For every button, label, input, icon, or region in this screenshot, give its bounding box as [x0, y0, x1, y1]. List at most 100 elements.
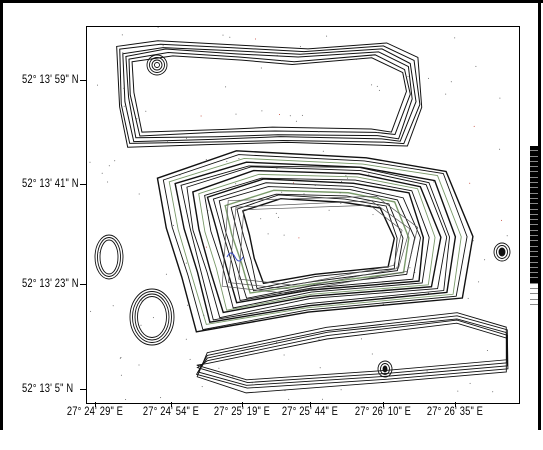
lat-tick-2: [80, 184, 86, 185]
scale-notch: [530, 183, 538, 189]
contour-pit-9: [206, 178, 425, 304]
scale-notch: [530, 199, 538, 205]
frame-left-border: [0, 0, 3, 450]
noise-dot: [119, 357, 121, 359]
noise-dot: [276, 341, 278, 343]
contour-pit-7: [198, 173, 436, 311]
noise-dot: [371, 84, 373, 86]
contour-pit-11: [218, 186, 416, 299]
noise-dot: [368, 173, 370, 175]
lat-tick-1: [80, 80, 86, 81]
noise-dot: [499, 97, 501, 99]
noise-dot: [226, 160, 228, 162]
noise-dot: [189, 358, 191, 360]
scale-notch: [530, 204, 538, 210]
contour-left-pit-1: [132, 291, 172, 343]
noise-dot: [138, 193, 140, 195]
noise-dot: [173, 224, 174, 226]
noise-dot: [469, 182, 471, 184]
noise-dot: [125, 399, 127, 400]
noise-dot: [340, 389, 342, 391]
noise-dot: [281, 191, 283, 193]
noise-dot: [318, 338, 320, 340]
contour-bottom-3: [196, 319, 508, 383]
scale-notch: [530, 247, 538, 252]
contour-top-0: [116, 40, 423, 148]
noise-dot: [283, 354, 285, 356]
lon-label-2: 27° 24' 54" E: [142, 404, 200, 418]
noise-dot: [255, 38, 256, 40]
contour-left-oval-1: [97, 237, 121, 277]
lon-tick-2: [171, 402, 172, 407]
noise-dot: [501, 219, 502, 221]
noise-dot: [114, 160, 116, 162]
noise-dot: [160, 397, 162, 399]
noise-dot: [179, 174, 181, 176]
noise-dot: [99, 252, 101, 254]
noise-dot: [414, 272, 416, 273]
noise-dot: [378, 89, 380, 91]
noise-dot: [396, 266, 398, 268]
noise-dot: [370, 55, 372, 57]
noise-dot: [230, 152, 232, 154]
noise-dot: [260, 67, 262, 69]
noise-dot: [402, 211, 404, 213]
noise-dot: [107, 181, 109, 183]
noise-dot: [279, 114, 280, 115]
noise-dot: [328, 209, 330, 211]
noise-dot: [457, 390, 459, 392]
contour-right-blob-2: [498, 247, 506, 257]
contour-pit-5: [186, 166, 448, 319]
noise-dot: [478, 281, 480, 283]
contour-top-3: [125, 48, 413, 140]
contour-left-oval-2: [99, 239, 119, 275]
noise-dot: [347, 177, 348, 179]
noise-dot: [376, 132, 378, 134]
scale-notch: [530, 236, 538, 242]
scale-notch: [530, 300, 538, 305]
noise-dot: [120, 374, 122, 376]
noise-dot: [112, 305, 114, 307]
scale-notch: [530, 225, 538, 231]
scale-notch: [530, 231, 538, 237]
lat-tick-3: [80, 284, 86, 285]
noise-dot: [410, 320, 412, 322]
noise-dot: [222, 34, 224, 36]
noise-dot: [322, 150, 324, 152]
noise-dot: [467, 297, 469, 299]
frame-top-border: [0, 0, 543, 3]
contour-topleft-knob-2: [151, 59, 163, 71]
contour-inner-1: [228, 200, 411, 290]
contour-bottom-blob-2: [382, 365, 388, 373]
noise-dot: [232, 376, 234, 378]
scale-notch: [530, 167, 538, 173]
noise-dot: [345, 175, 347, 177]
noise-dot: [260, 218, 262, 220]
contour-right-blob-0: [493, 242, 511, 262]
contour-bottom-1: [195, 315, 509, 389]
noise-dot: [238, 158, 240, 160]
contour-top-1: [119, 43, 421, 145]
lon-label-1: 27° 24' 29" E: [66, 404, 124, 418]
noise-dot: [165, 273, 167, 275]
noise-dot: [167, 140, 168, 142]
contour-topleft-knob-0: [146, 54, 168, 76]
noise-dot: [427, 292, 429, 294]
noise-dot: [499, 148, 501, 150]
noise-dot: [267, 233, 269, 235]
lat-label-1: 52° 13' 59" N: [22, 72, 79, 86]
contour-inner-0: [221, 196, 419, 294]
noise-dot: [101, 172, 103, 174]
noise-dot: [501, 255, 503, 257]
contour-topleft-knob-1: [149, 57, 165, 73]
lon-label-6: 27° 26' 35" E: [426, 404, 484, 418]
scale-notch: [530, 157, 538, 162]
contour-pit-8: [204, 177, 430, 309]
scale-notch: [530, 252, 538, 258]
noise-dot: [140, 324, 142, 326]
scale-notch: [530, 188, 538, 194]
noise-dot: [108, 165, 110, 167]
noise-dot: [121, 34, 123, 36]
contour-right-blob-1: [496, 245, 508, 259]
noise-dot: [235, 113, 237, 115]
